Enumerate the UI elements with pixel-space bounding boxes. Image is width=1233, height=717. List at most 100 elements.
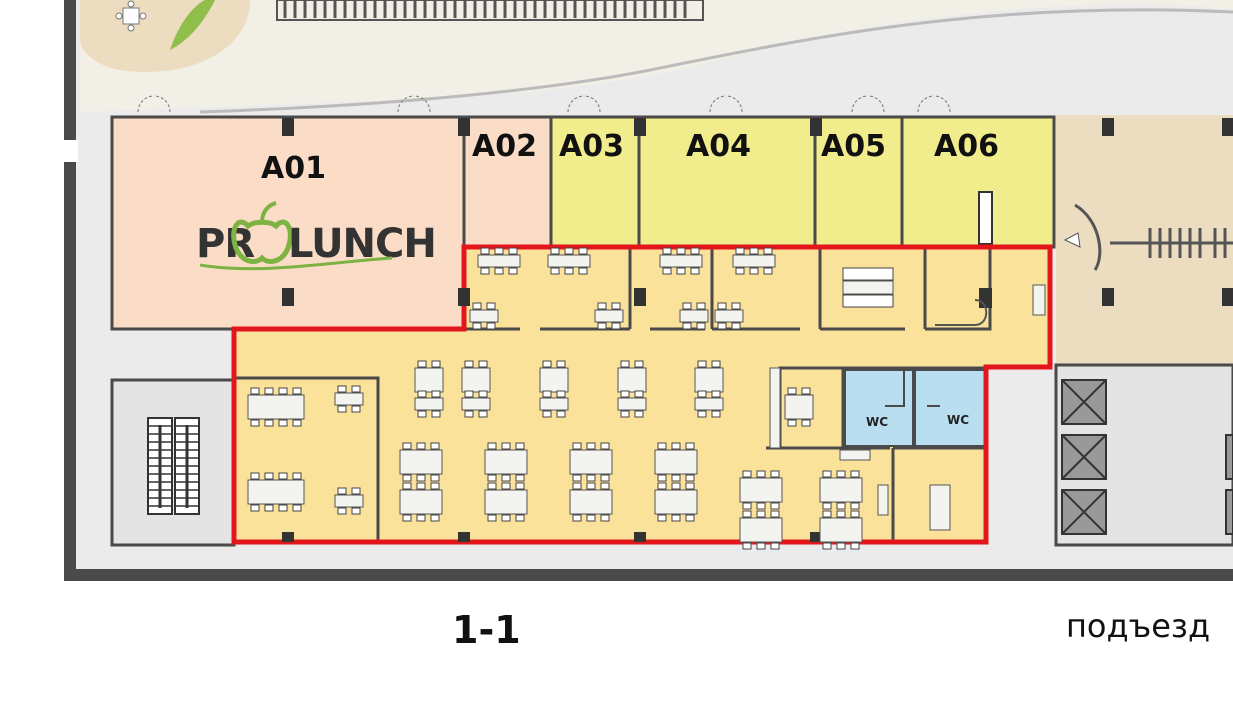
unit-A04[interactable] — [637, 115, 817, 249]
right-arc — [1074, 203, 1102, 271]
workstation-cluster — [784, 387, 814, 427]
shaft-icon — [1061, 434, 1107, 480]
wc-label: WC — [866, 415, 888, 429]
meeting-room-table — [842, 267, 894, 308]
entrance-label: подъезд — [1066, 607, 1211, 645]
pillar — [1222, 288, 1233, 306]
unit-A05-label: A05 — [821, 129, 886, 164]
pillar — [979, 288, 992, 308]
table-icon — [115, 0, 147, 32]
workstation-cluster — [739, 510, 783, 550]
workstation-cluster — [569, 442, 613, 482]
door-swing — [567, 95, 601, 113]
pillar — [810, 532, 822, 542]
workstation-cluster — [399, 482, 443, 522]
right-sand-area — [1056, 115, 1233, 365]
workstation-cluster — [714, 302, 744, 330]
pillar — [458, 118, 470, 136]
workstation-cluster — [414, 360, 444, 400]
unit-A01-label: A01 — [261, 151, 326, 186]
unit-A03-label: A03 — [559, 129, 624, 164]
pillar — [458, 288, 470, 306]
workstation-cluster — [694, 360, 724, 400]
workstation-cluster — [654, 482, 698, 522]
wc-room[interactable] — [844, 369, 914, 447]
staircase — [147, 417, 200, 515]
pillar — [1102, 118, 1114, 136]
workstation-cluster — [679, 302, 709, 330]
workstation-cluster — [617, 390, 647, 418]
workstation-cluster — [569, 482, 613, 522]
office-furniture — [247, 247, 863, 550]
door-swing — [851, 95, 885, 113]
section-label: 1-1 — [452, 608, 521, 652]
workstation-cluster — [334, 487, 364, 515]
workstation-cluster — [484, 442, 528, 482]
pillar — [810, 118, 822, 136]
unit-A05[interactable] — [813, 115, 904, 249]
prolunch-logo: PR LUNCH — [196, 201, 437, 271]
workstation-cluster — [484, 482, 528, 522]
door-swing — [397, 95, 431, 113]
workstation-cluster — [547, 247, 591, 275]
workstation-cluster — [654, 442, 698, 482]
green-leaf — [170, 0, 215, 50]
workstation-cluster — [334, 385, 364, 413]
kitchen-counter — [769, 367, 871, 461]
wall-notch — [62, 140, 78, 162]
railing — [276, 0, 704, 21]
pillar — [282, 288, 294, 306]
workstation-cluster — [399, 442, 443, 482]
workstation-cluster — [461, 390, 491, 418]
unit-A02-label: A02 — [472, 129, 537, 164]
workstation-cluster — [819, 510, 863, 550]
workstation-cluster — [539, 390, 569, 418]
apple-icon — [231, 201, 293, 264]
outer-wall — [64, 0, 1233, 581]
workstation-cluster — [732, 247, 776, 275]
shaft-partial — [1225, 489, 1233, 535]
column — [978, 191, 993, 245]
unit-A03[interactable] — [549, 115, 641, 249]
shaft-partial — [1225, 434, 1233, 480]
pillar — [634, 118, 646, 136]
workstation-cluster — [617, 360, 647, 400]
right-railing — [1110, 228, 1233, 258]
office-highlight-outline — [231, 244, 1053, 545]
director-desk — [877, 484, 951, 531]
workstation-cluster — [594, 302, 624, 330]
pillar — [282, 118, 294, 136]
unit-A06-label: A06 — [934, 129, 999, 164]
wc-label: WC — [947, 413, 969, 427]
workstation-cluster — [659, 247, 703, 275]
wc-room[interactable] — [914, 369, 986, 447]
shaft-icon — [1061, 379, 1107, 425]
door-swing — [709, 95, 743, 113]
door-swing — [137, 95, 171, 113]
workstation-cluster — [247, 472, 305, 512]
pillar — [282, 532, 294, 542]
workstation-cluster — [477, 247, 521, 275]
workstation-cluster — [694, 390, 724, 418]
reception-desk — [935, 284, 1046, 326]
logo-underline — [199, 256, 393, 271]
workstation-cluster — [414, 390, 444, 418]
wc-partition — [885, 370, 940, 407]
shaft-icon — [1061, 489, 1107, 535]
pillar — [1222, 118, 1233, 136]
pillar — [458, 532, 470, 542]
pillar — [634, 288, 646, 306]
right-small-tri — [1063, 232, 1081, 248]
workstation-cluster — [469, 302, 499, 330]
workstation-cluster — [739, 470, 783, 510]
pillar — [1102, 288, 1114, 306]
unit-A02[interactable] — [462, 115, 553, 249]
plaza — [80, 0, 1233, 112]
plaza-curve — [199, 8, 1233, 114]
pillar — [634, 532, 646, 542]
workstation-cluster — [247, 387, 305, 427]
door-swing — [917, 95, 951, 113]
workstation-cluster — [819, 470, 863, 510]
unit-A04-label: A04 — [686, 129, 751, 164]
